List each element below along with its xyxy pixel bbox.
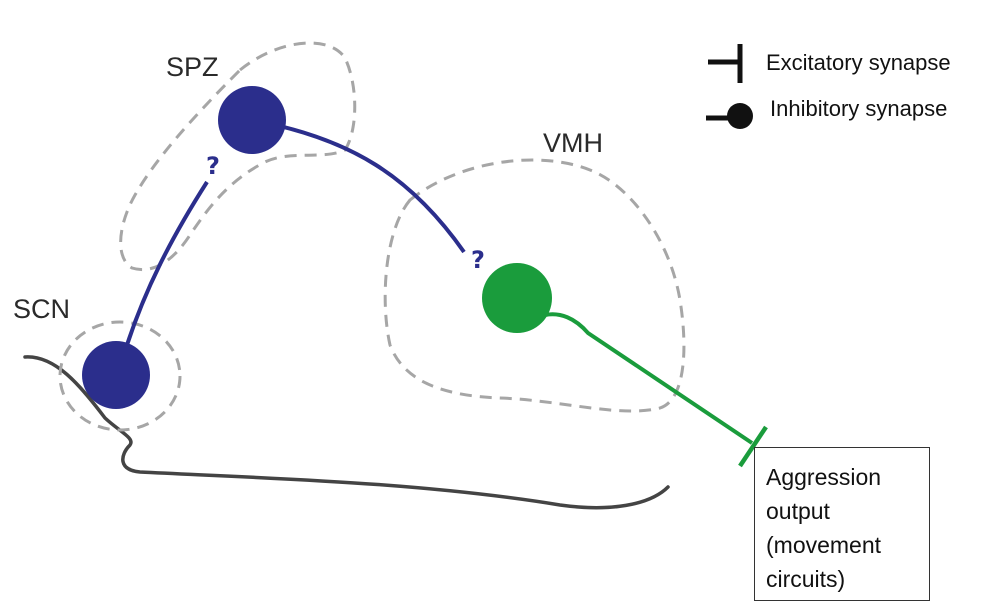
unknown-connection-mark-scn-spz: ? <box>206 152 220 180</box>
spz-outline <box>119 41 357 271</box>
scn-label: SCN <box>13 294 70 324</box>
spz-neuron <box>218 86 286 154</box>
scn-outline <box>58 320 182 432</box>
scn-neuron <box>82 341 150 409</box>
legend: Excitatory synapse Inhibitory synapse <box>706 44 951 129</box>
vmh-neuron <box>482 263 552 333</box>
inhibitory-synapse-icon-knob <box>727 103 753 129</box>
scn-to-spz-axon <box>125 180 209 346</box>
unknown-connection-mark-spz-vmh: ? <box>471 246 485 274</box>
aggression-output-box: Aggression output (movement circuits) <box>754 447 930 601</box>
vmh-outline <box>383 158 686 413</box>
spz-label: SPZ <box>166 52 219 82</box>
output-synapse-bar <box>738 425 768 468</box>
legend-inhibitory-label: Inhibitory synapse <box>770 96 947 121</box>
vmh-output-axon <box>544 312 754 445</box>
spz-to-vmh-axon <box>261 120 466 254</box>
vmh-label: VMH <box>543 128 603 158</box>
brain-contour <box>23 355 670 510</box>
legend-excitatory-label: Excitatory synapse <box>766 50 951 75</box>
